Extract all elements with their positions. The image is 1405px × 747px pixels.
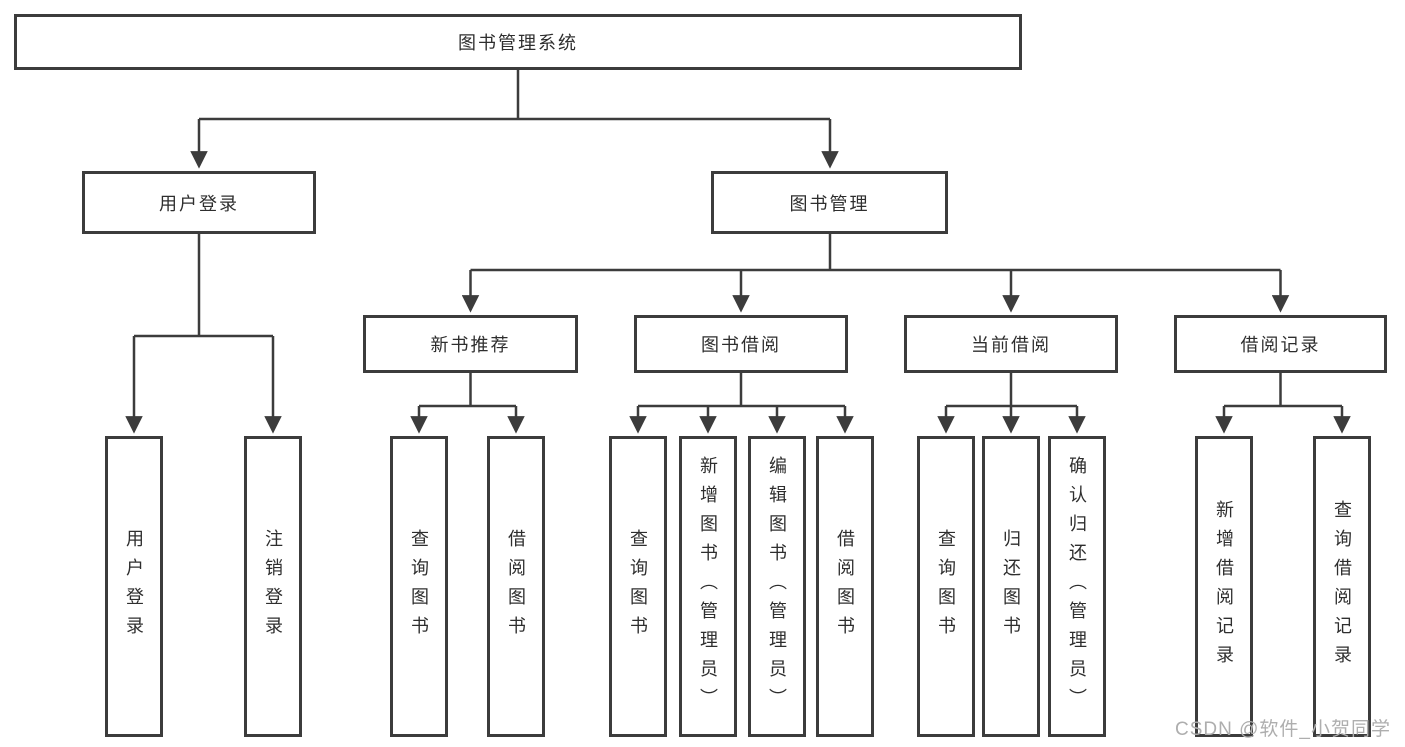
leaf-cb-return-books-label: 归还图书 xyxy=(1001,528,1021,645)
leaf-cb-return-books: 归还图书 xyxy=(982,436,1040,737)
node-root: 图书管理系统 xyxy=(14,14,1022,70)
node-borrowing-records: 借阅记录 xyxy=(1174,315,1387,373)
node-user-login: 用户登录 xyxy=(82,171,316,234)
leaf-nb-query-books-label: 查询图书 xyxy=(409,528,429,645)
node-book-borrowing: 图书借阅 xyxy=(634,315,848,373)
leaf-bb-add-books-admin-label: 新增图书（管理员） xyxy=(698,456,718,717)
node-user-login-label: 用户登录 xyxy=(159,193,239,214)
leaf-br-query-record: 查询借阅记录 xyxy=(1313,436,1371,737)
leaf-cb-confirm-return-admin: 确认归还（管理员） xyxy=(1048,436,1106,737)
leaf-bb-add-books-admin: 新增图书（管理员） xyxy=(679,436,737,737)
csdn-watermark: CSDN @软件_小贺同学 xyxy=(1175,719,1391,740)
node-new-book-recommend: 新书推荐 xyxy=(363,315,578,373)
leaf-cb-query-books: 查询图书 xyxy=(917,436,975,737)
leaf-bb-borrow-books: 借阅图书 xyxy=(816,436,874,737)
leaf-br-add-record-label: 新增借阅记录 xyxy=(1214,499,1234,674)
node-current-borrowing-label: 当前借阅 xyxy=(971,335,1051,355)
leaf-logout: 注销登录 xyxy=(244,436,302,737)
leaf-bb-query-books-label: 查询图书 xyxy=(628,528,648,645)
leaf-user-login-label: 用户登录 xyxy=(124,528,144,645)
node-current-borrowing: 当前借阅 xyxy=(904,315,1118,373)
node-book-management-label: 图书管理 xyxy=(789,193,870,214)
leaf-user-login: 用户登录 xyxy=(105,436,163,737)
leaf-bb-edit-books-admin-label: 编辑图书（管理员） xyxy=(767,456,787,717)
leaf-bb-borrow-books-label: 借阅图书 xyxy=(835,528,855,645)
node-book-management: 图书管理 xyxy=(711,171,948,234)
node-new-book-recommend-label: 新书推荐 xyxy=(430,335,511,355)
leaf-logout-label: 注销登录 xyxy=(263,528,283,645)
leaf-cb-confirm-return-admin-label: 确认归还（管理员） xyxy=(1067,456,1087,717)
leaf-nb-borrow-books-label: 借阅图书 xyxy=(506,528,526,645)
node-borrowing-records-label: 借阅记录 xyxy=(1240,335,1321,355)
leaf-nb-borrow-books: 借阅图书 xyxy=(487,436,545,737)
leaf-br-query-record-label: 查询借阅记录 xyxy=(1332,499,1352,674)
connectors xyxy=(125,70,1351,434)
leaf-bb-edit-books-admin: 编辑图书（管理员） xyxy=(748,436,806,737)
leaf-cb-query-books-label: 查询图书 xyxy=(936,528,956,645)
leaf-nb-query-books: 查询图书 xyxy=(390,436,448,737)
node-book-borrowing-label: 图书借阅 xyxy=(701,335,781,355)
leaf-br-add-record: 新增借阅记录 xyxy=(1195,436,1253,737)
node-root-label: 图书管理系统 xyxy=(458,33,578,53)
leaf-bb-query-books: 查询图书 xyxy=(609,436,667,737)
